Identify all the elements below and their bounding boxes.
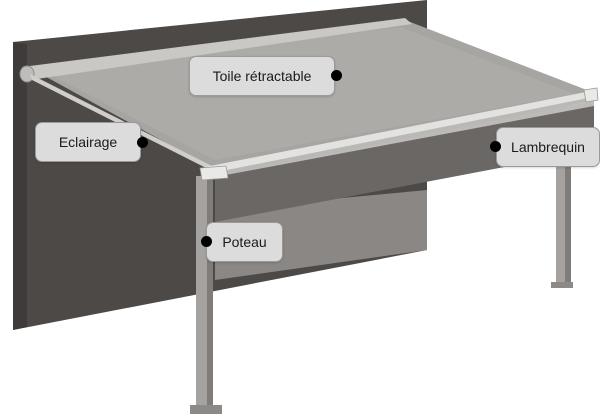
left-post-shade	[207, 176, 213, 410]
right-post-base	[551, 282, 573, 288]
toile-retractable-label: Toile rétractable	[189, 56, 335, 96]
right-post-shade	[565, 150, 571, 286]
lambrequin-label: Lambrequin	[496, 127, 600, 167]
left-post-base	[190, 405, 222, 414]
front-bar-shade	[207, 96, 598, 178]
eclairage-label: Eclairage	[35, 122, 141, 162]
cassette-end	[19, 65, 35, 83]
poteau-label: Poteau	[206, 222, 283, 262]
front-bar	[205, 90, 598, 176]
valance-top-edge	[215, 101, 594, 177]
right-corner-cap	[583, 87, 599, 103]
lambrequin-marker	[490, 141, 501, 152]
cassette	[22, 18, 412, 80]
back-wall-side	[13, 42, 27, 330]
poteau-marker	[201, 236, 212, 247]
toile-retractable-marker	[331, 70, 342, 81]
eclairage-marker	[137, 137, 148, 148]
left-corner-cap	[199, 165, 229, 181]
